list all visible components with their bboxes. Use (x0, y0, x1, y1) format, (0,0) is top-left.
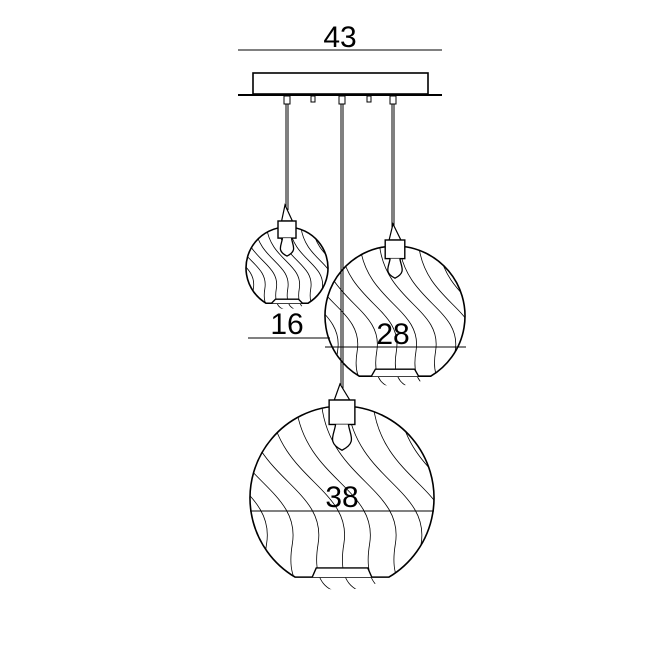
medium-globe (324, 222, 466, 386)
small-globe-opening (271, 298, 303, 304)
large-socket (328, 399, 356, 426)
medium-socket (384, 239, 406, 260)
large-globe-opening (311, 567, 373, 578)
ceiling-canopy (238, 72, 442, 105)
large-globe-dimension-label: 38 (325, 481, 358, 514)
small-globe-dimension-label: 16 (270, 308, 303, 341)
medium-globe-opening (370, 368, 420, 377)
medium-socket-cap (388, 222, 402, 241)
small-bulb (279, 237, 295, 257)
medium-bulb (387, 258, 403, 279)
large-socket-cap (333, 382, 351, 401)
large-globe (249, 382, 435, 590)
small-socket-cap (280, 203, 294, 222)
cables (285, 104, 395, 395)
large-globe-swirls (250, 406, 434, 590)
large-bulb (331, 424, 353, 451)
small-globe-swirls (246, 227, 328, 309)
medium-globe-swirls (325, 246, 465, 386)
small-globe (245, 203, 329, 309)
width-dimension-label: 43 (323, 21, 356, 54)
small-socket (277, 220, 297, 239)
medium-globe-dimension-label: 28 (376, 318, 409, 351)
